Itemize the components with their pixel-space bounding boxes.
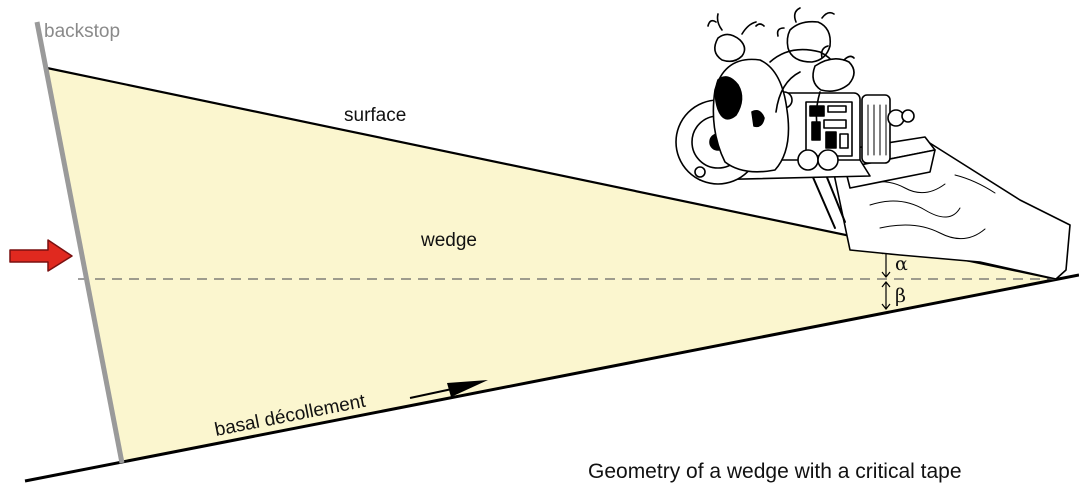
red-push-arrow-icon — [10, 240, 72, 271]
backstop-label: backstop — [44, 21, 120, 42]
cow-standing — [787, 22, 830, 62]
surface-label: surface — [344, 105, 406, 126]
caption: Geometry of a wedge with a critical tape — [588, 460, 962, 483]
beta-label: β — [895, 285, 906, 307]
cow-driver — [813, 59, 854, 91]
wedge-label: wedge — [420, 230, 477, 251]
alpha-label: α — [895, 253, 908, 275]
